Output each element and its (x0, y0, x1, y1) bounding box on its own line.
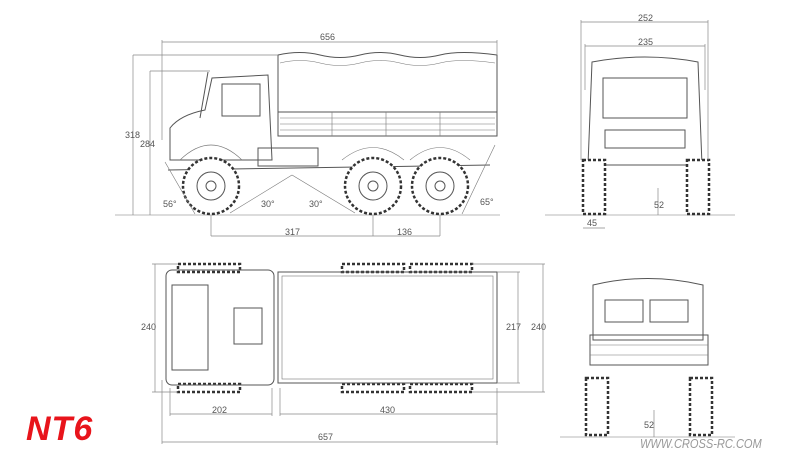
fuel-tank (257, 147, 319, 167)
cab-front (587, 56, 703, 166)
cab-top (165, 269, 275, 386)
dim-width-right: 240 (531, 322, 546, 332)
middle-wheel (343, 156, 403, 216)
side-view: 656 318 284 317 136 56° 30° 30° 65° (115, 32, 500, 237)
cargo-bed-rear (589, 334, 709, 366)
dim-ground-clearance-front: 52 (654, 200, 664, 210)
website-url: WWW.CROSS-RC.COM (640, 436, 762, 451)
canopy (277, 52, 498, 113)
dim-wheelbase-front: 317 (285, 227, 300, 237)
grille (604, 129, 686, 149)
dim-overall-width: 252 (638, 13, 653, 23)
rear-view: 52 (560, 278, 735, 438)
dim-bed-length: 430 (380, 405, 395, 415)
roof-hatch (233, 307, 263, 345)
top-view: 202 430 657 240 217 240 (141, 262, 546, 445)
dim-ground-clearance-rear: 52 (644, 420, 654, 430)
hood-top (171, 284, 209, 371)
dim-overall-height: 318 (125, 130, 140, 140)
nt6-logo: NT6 (26, 410, 94, 448)
rear-right-tire (688, 376, 714, 437)
dim-width-left: 240 (141, 322, 156, 332)
dim-cab-height: 284 (140, 139, 155, 149)
cargo-bed-top (277, 271, 498, 384)
breakover-angle-rear: 30° (309, 199, 323, 209)
departure-angle: 65° (480, 197, 494, 207)
dim-bed-width: 217 (506, 322, 521, 332)
approach-angle: 56° (163, 199, 177, 209)
dim-overall-length-top: 657 (318, 432, 333, 442)
front-left-tire (581, 158, 607, 216)
dim-cab-length: 202 (212, 405, 227, 415)
dim-overall-length-side: 656 (320, 32, 335, 42)
front-right-tire (685, 158, 711, 216)
cab-rear (592, 278, 704, 341)
windshield (602, 77, 688, 119)
cab-window (221, 83, 261, 117)
front-view: 252 235 52 45 (545, 13, 735, 229)
cab-side (169, 74, 273, 161)
cargo-bed-side (277, 111, 498, 137)
dim-tire-width: 45 (587, 218, 597, 228)
front-wheel (181, 156, 241, 216)
breakover-angle-front: 30° (261, 199, 275, 209)
rear-left-tire (584, 376, 610, 437)
rear-wheel (410, 156, 470, 216)
dim-cab-width: 235 (638, 37, 653, 47)
dim-wheelbase-rear: 136 (397, 227, 412, 237)
